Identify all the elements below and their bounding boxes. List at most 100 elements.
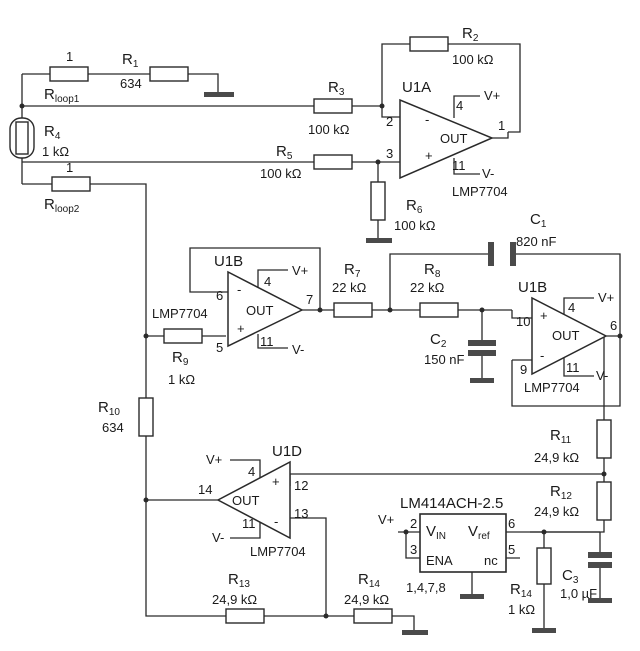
resistor-r4: R4 1 kΩ bbox=[9, 117, 69, 159]
svg-text:OUT: OUT bbox=[246, 303, 274, 318]
svg-text:V-: V- bbox=[596, 368, 608, 383]
opamp-u1d: U1D 4 V+ + - OUT 12 13 14 11 V- LMP7704 bbox=[198, 443, 308, 559]
resistor-r10: R10 634 bbox=[98, 397, 154, 437]
svg-text:V-: V- bbox=[482, 166, 494, 181]
svg-text:R7: R7 bbox=[344, 261, 361, 280]
svg-text:V+: V+ bbox=[206, 452, 222, 467]
svg-text:-: - bbox=[274, 514, 278, 529]
svg-text:R13: R13 bbox=[228, 571, 250, 590]
svg-text:634: 634 bbox=[120, 76, 142, 91]
svg-text:LMP7704: LMP7704 bbox=[152, 306, 208, 321]
svg-text:10: 10 bbox=[516, 314, 530, 329]
resistor-r14-divider: R14 1 kΩ bbox=[508, 547, 552, 617]
svg-text:24,9 kΩ: 24,9 kΩ bbox=[534, 504, 579, 519]
svg-text:1 kΩ: 1 kΩ bbox=[508, 602, 535, 617]
svg-text:C1: C1 bbox=[530, 211, 547, 230]
svg-text:R6: R6 bbox=[406, 197, 423, 216]
svg-text:24,9 kΩ: 24,9 kΩ bbox=[534, 450, 579, 465]
resistor-r12: R12 24,9 kΩ bbox=[534, 481, 612, 521]
svg-text:C2: C2 bbox=[430, 331, 447, 350]
svg-text:6: 6 bbox=[508, 516, 515, 531]
capacitor-c2: C2 150 nF bbox=[424, 331, 496, 383]
resistor-r2: R2 100 kΩ bbox=[409, 25, 494, 67]
svg-text:5: 5 bbox=[508, 542, 515, 557]
svg-text:3: 3 bbox=[410, 542, 417, 557]
svg-text:+: + bbox=[237, 321, 245, 336]
svg-text:VIN: VIN bbox=[426, 523, 446, 542]
svg-text:3: 3 bbox=[386, 146, 393, 161]
svg-text:1: 1 bbox=[66, 49, 73, 64]
svg-text:nc: nc bbox=[484, 553, 498, 568]
svg-text:+: + bbox=[425, 148, 433, 163]
svg-text:150 nF: 150 nF bbox=[424, 352, 465, 367]
resistor-r11: R11 24,9 kΩ bbox=[534, 419, 612, 465]
svg-text:2: 2 bbox=[410, 516, 417, 531]
svg-text:1: 1 bbox=[498, 118, 505, 133]
resistor-r14-feedback: R14 24,9 kΩ bbox=[344, 571, 428, 635]
svg-text:R14: R14 bbox=[358, 571, 380, 590]
svg-text:R9: R9 bbox=[172, 349, 189, 368]
resistor-r5: R5 100 kΩ bbox=[260, 143, 353, 181]
svg-text:LMP7704: LMP7704 bbox=[250, 544, 306, 559]
svg-text:12: 12 bbox=[294, 478, 308, 493]
svg-text:R4: R4 bbox=[44, 123, 61, 142]
svg-text:R14: R14 bbox=[510, 581, 532, 600]
svg-text:V+: V+ bbox=[484, 88, 500, 103]
svg-text:1,4,7,8: 1,4,7,8 bbox=[406, 580, 446, 595]
svg-text:11: 11 bbox=[260, 334, 274, 349]
svg-text:1: 1 bbox=[66, 160, 73, 175]
svg-text:R2: R2 bbox=[462, 25, 479, 44]
svg-text:U1D: U1D bbox=[272, 443, 302, 460]
svg-text:6: 6 bbox=[610, 318, 617, 333]
svg-text:R5: R5 bbox=[276, 143, 293, 162]
svg-text:100 kΩ: 100 kΩ bbox=[260, 166, 302, 181]
svg-text:OUT: OUT bbox=[232, 493, 260, 508]
svg-text:7: 7 bbox=[306, 292, 313, 307]
svg-text:U1A: U1A bbox=[402, 79, 431, 96]
resistor-r6: R6 100 kΩ bbox=[366, 181, 436, 243]
svg-text:1 kΩ: 1 kΩ bbox=[42, 144, 69, 159]
svg-text:22 kΩ: 22 kΩ bbox=[332, 280, 367, 295]
opamp-u1b-first: U1B 4 V+ - + OUT 6 5 7 11 V- LMP7704 bbox=[152, 253, 313, 357]
svg-text:R1: R1 bbox=[122, 51, 139, 70]
svg-text:11: 11 bbox=[242, 516, 256, 531]
svg-text:4: 4 bbox=[248, 464, 255, 479]
resistor-r7: R7 22 kΩ bbox=[332, 261, 373, 318]
svg-text:Rloop2: Rloop2 bbox=[44, 196, 80, 215]
svg-text:9: 9 bbox=[520, 362, 527, 377]
resistor-rloop1: 1 Rloop1 bbox=[44, 49, 89, 105]
svg-text:V+: V+ bbox=[292, 263, 308, 278]
svg-text:5: 5 bbox=[216, 340, 223, 355]
junction-dots bbox=[19, 103, 623, 619]
svg-text:U1B: U1B bbox=[214, 253, 243, 270]
svg-text:R10: R10 bbox=[98, 399, 120, 418]
capacitor-c3: C3 1,0 µF bbox=[560, 552, 612, 603]
svg-text:100 kΩ: 100 kΩ bbox=[308, 122, 350, 137]
svg-text:100 kΩ: 100 kΩ bbox=[452, 52, 494, 67]
svg-text:2: 2 bbox=[386, 114, 393, 129]
svg-text:Vref: Vref bbox=[468, 523, 490, 542]
svg-text:LMP7704: LMP7704 bbox=[452, 184, 508, 199]
resistor-r9: R9 1 kΩ bbox=[163, 328, 203, 387]
svg-text:634: 634 bbox=[102, 420, 124, 435]
opamp-u1a: U1A 4 V+ - + OUT 2 3 1 11 V- LMP7704 bbox=[386, 79, 509, 199]
svg-text:22 kΩ: 22 kΩ bbox=[410, 280, 445, 295]
svg-text:V+: V+ bbox=[598, 290, 614, 305]
resistor-r8: R8 22 kΩ bbox=[410, 261, 459, 318]
svg-text:24,9 kΩ: 24,9 kΩ bbox=[212, 592, 257, 607]
svg-text:V+: V+ bbox=[378, 512, 394, 527]
svg-text:-: - bbox=[425, 112, 429, 127]
svg-text:LMP7704: LMP7704 bbox=[524, 380, 580, 395]
svg-text:V-: V- bbox=[292, 342, 304, 357]
svg-text:R8: R8 bbox=[424, 261, 441, 280]
svg-text:1 kΩ: 1 kΩ bbox=[168, 372, 195, 387]
svg-text:R12: R12 bbox=[550, 483, 572, 502]
svg-text:OUT: OUT bbox=[440, 131, 468, 146]
svg-text:1,0 µF: 1,0 µF bbox=[560, 586, 597, 601]
svg-text:24,9 kΩ: 24,9 kΩ bbox=[344, 592, 389, 607]
svg-text:C3: C3 bbox=[562, 567, 579, 586]
svg-text:LM414ACH-2.5: LM414ACH-2.5 bbox=[400, 495, 503, 512]
svg-text:Rloop1: Rloop1 bbox=[44, 86, 80, 105]
ground-symbol-r1 bbox=[204, 92, 234, 97]
